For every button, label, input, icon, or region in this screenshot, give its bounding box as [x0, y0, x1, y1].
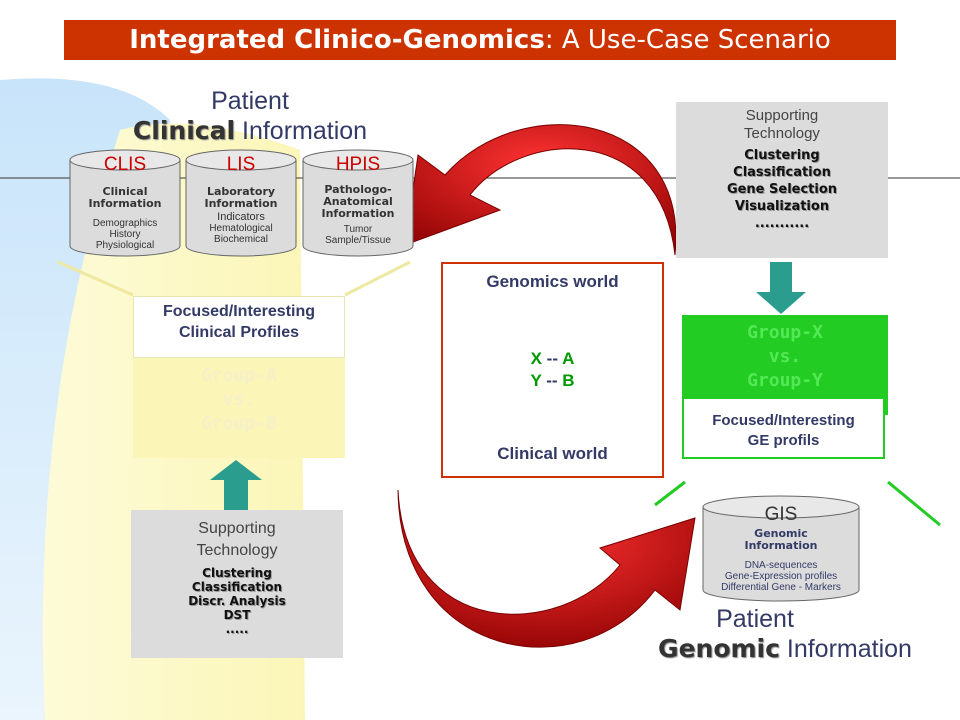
- hpis-bold-line: Information: [321, 207, 395, 220]
- support-top-item: Classification: [733, 165, 831, 180]
- support-bottom-item: DST: [223, 608, 251, 622]
- page-title: Integrated Clinico-Genomics: A Use-Case …: [64, 20, 896, 60]
- support-top-head: Supporting: [745, 107, 819, 124]
- clis-cylinder-icon: [69, 149, 181, 257]
- clinical-section-title: Patient Clinical Information: [110, 86, 390, 146]
- hpis-item: Tumor: [343, 224, 373, 235]
- clis-bold-line: Information: [88, 197, 162, 210]
- clis-name: CLIS: [103, 154, 147, 175]
- clinical-patient-label: Patient: [211, 87, 289, 115]
- genomic-rest: Information: [779, 635, 912, 663]
- gis-database: GIS Genomic Information DNA-sequences Ge…: [703, 498, 859, 603]
- hpis-bold-line: Anatomical: [323, 195, 393, 208]
- pair-b: B: [562, 371, 575, 390]
- clis-item: History: [109, 229, 141, 240]
- clis-database: CLIS Clinical Information Demographics H…: [70, 150, 180, 255]
- genomics-world-label: Genomics world: [486, 272, 619, 291]
- teal-up-arrow-icon: [210, 460, 262, 510]
- support-bottom-item: Discr. Analysis: [188, 594, 286, 608]
- group-ab-vs: vs.: [222, 389, 256, 410]
- curved-arrow-top-icon: [404, 124, 677, 256]
- lis-item: Hematological: [209, 223, 273, 234]
- genomic-emphasis: Genomic: [658, 634, 780, 663]
- support-tech-top: Supporting Technology Clustering Classif…: [676, 102, 888, 258]
- support-top-item: Clustering: [744, 148, 820, 163]
- support-bottom-item: .....: [225, 622, 249, 636]
- support-bottom-head: Technology: [196, 542, 278, 559]
- hpis-cylinder-icon: [302, 149, 414, 257]
- clis-bold-line: Clinical: [102, 185, 148, 198]
- gis-bold-line: Genomic: [754, 527, 808, 540]
- support-bottom-head: Supporting: [198, 520, 276, 537]
- hpis-database: HPIS Pathologo- Anatomical Information T…: [303, 150, 413, 255]
- gis-cylinder-icon: [702, 495, 860, 602]
- support-top-head: Technology: [744, 125, 820, 142]
- gis-name: GIS: [764, 504, 798, 525]
- worlds-box: Genomics world X -- A Y -- B Clinical wo…: [441, 262, 664, 478]
- support-tech-bottom: Supporting Technology Clustering Classif…: [131, 510, 343, 658]
- group-b-label: Group-B: [201, 413, 277, 434]
- clis-item: Demographics: [92, 218, 158, 229]
- curved-arrow-bottom-icon: [397, 489, 696, 648]
- clinical-profiles-line: Focused/Interesting: [162, 303, 316, 320]
- group-xy: Group-X vs. Group-Y: [682, 321, 888, 393]
- ge-profiles-line: GE profils: [747, 432, 820, 449]
- clinical-world-label: Clinical world: [497, 444, 608, 463]
- group-ab: Group-A vs. Group-B: [133, 364, 345, 436]
- lis-bold-line: Laboratory: [206, 185, 276, 198]
- genomic-section-title: Patient Genomic Information: [640, 604, 930, 664]
- lis-bold-line: Information: [204, 197, 278, 210]
- group-xy-vs: vs.: [768, 346, 802, 367]
- lis-item: Indicators: [217, 211, 265, 223]
- gis-item: Differential Gene - Markers: [721, 582, 841, 593]
- clinical-profiles-line: Clinical Profiles: [178, 324, 300, 341]
- group-y-label: Group-Y: [747, 370, 823, 391]
- yellow-line-left: [57, 260, 134, 297]
- lis-database: LIS Laboratory Information Indicators He…: [186, 150, 296, 255]
- lis-name: LIS: [226, 154, 256, 175]
- lis-item: Biochemical: [214, 234, 268, 245]
- group-a-label: Group-A: [201, 365, 277, 386]
- gis-bold-line: Information: [744, 539, 818, 552]
- pair-sep: --: [541, 349, 563, 368]
- pair-x: X: [530, 349, 542, 368]
- gis-item: Gene-Expression profiles: [724, 571, 838, 582]
- group-x-label: Group-X: [747, 322, 823, 343]
- support-bottom-item: Classification: [191, 580, 283, 594]
- clis-item: Physiological: [95, 240, 155, 251]
- xy-pairs: X -- A Y -- B: [443, 348, 662, 392]
- clinical-profiles-label: Focused/Interesting Clinical Profiles: [133, 296, 345, 358]
- clinical-rest: Information: [235, 117, 368, 145]
- lis-cylinder-icon: [185, 149, 297, 257]
- genomic-patient-label: Patient: [716, 605, 794, 633]
- support-top-item: ...........: [754, 216, 810, 231]
- hpis-name: HPIS: [335, 154, 381, 175]
- teal-down-arrow-icon: [756, 262, 806, 314]
- support-top-item: Visualization: [734, 199, 830, 214]
- support-top-item: Gene Selection: [726, 182, 838, 197]
- title-bold: Integrated Clinico-Genomics: [129, 25, 545, 55]
- green-line-left: [654, 480, 686, 507]
- ge-profiles-label: Focused/Interesting GE profils: [682, 397, 885, 459]
- hpis-bold-line: Pathologo-: [324, 183, 392, 196]
- green-line-right: [887, 480, 941, 527]
- title-rest: : A Use-Case Scenario: [544, 25, 831, 55]
- yellow-line-right: [344, 260, 411, 297]
- pair-sep: --: [541, 371, 563, 390]
- ge-profiles-line: Focused/Interesting: [712, 412, 855, 429]
- support-bottom-item: Clustering: [202, 566, 272, 580]
- pair-a: A: [562, 349, 575, 368]
- gis-item: DNA-sequences: [744, 560, 818, 571]
- hpis-item: Sample/Tissue: [325, 235, 391, 246]
- pair-y: Y: [530, 371, 542, 390]
- clinical-emphasis: Clinical: [132, 116, 236, 145]
- clinical-profiles-panel: Focused/Interesting Clinical Profiles Gr…: [133, 296, 345, 458]
